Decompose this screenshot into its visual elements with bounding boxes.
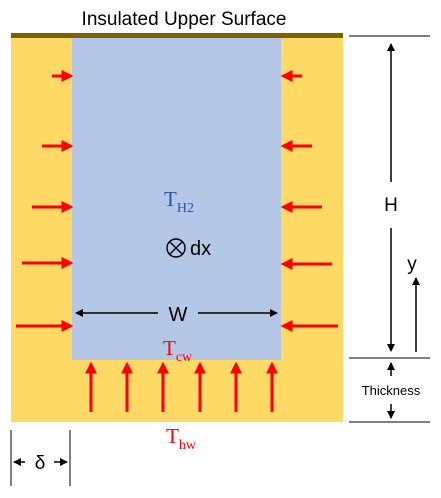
width-label: W [169, 304, 188, 326]
t-hw-label: Thw [166, 424, 197, 453]
insulated-upper-surface [11, 33, 343, 38]
height-label: H [384, 195, 398, 216]
reference-lines [349, 35, 430, 423]
t-cw-label: Tcw [163, 336, 193, 365]
diagram-title: Insulated Upper Surface [82, 9, 287, 30]
t-h2-label: TH2 [164, 187, 194, 216]
circle-cross-into-page-icon [166, 238, 186, 258]
y-label: y [407, 254, 417, 275]
bottom-heat-flux-arrows [85, 361, 278, 412]
right-heat-flux-arrows [280, 70, 338, 332]
dx-label: dx [190, 238, 211, 260]
hydrogen-channel [72, 38, 281, 360]
left-heat-flux-arrows [16, 70, 74, 332]
thickness-label: Thickness [362, 383, 421, 398]
delta-dimension [10, 430, 71, 486]
delta-label: δ [35, 453, 46, 474]
